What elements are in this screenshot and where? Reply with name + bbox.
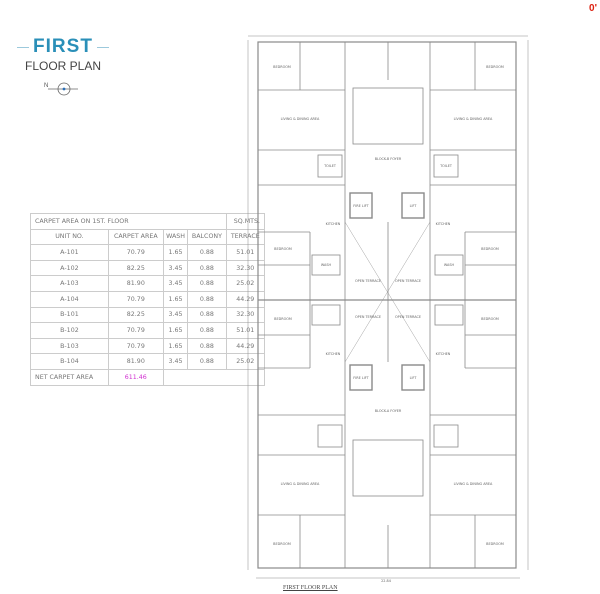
- bedroom-label: BEDROOM: [273, 542, 291, 546]
- bedroom-label: BEDROOM: [481, 317, 499, 321]
- wash-label: WASH: [444, 263, 455, 267]
- foyer-b-label: BLOCK-B FOYER: [375, 157, 402, 161]
- net-carpet-row: NET CARPET AREA 611.46: [30, 368, 266, 386]
- terrace-label: OPEN TERRACE: [395, 279, 421, 283]
- kitchen-label: KITCHEN: [436, 352, 451, 356]
- bedroom-label: BEDROOM: [481, 247, 499, 251]
- table-title-row: CARPET AREA ON 1ST. FLOOR SQ.MTS.: [30, 213, 266, 230]
- bedroom-label: BEDROOM: [274, 317, 292, 321]
- toilet-label: TOILET: [439, 164, 453, 168]
- foyer-a-label: BLOCK-A FOYER: [375, 409, 402, 413]
- corner-mark: 0': [589, 3, 597, 14]
- kitchen-label: KITCHEN: [436, 222, 451, 226]
- living-label: LIVING & DINING AREA: [281, 117, 320, 121]
- north-arrow-icon: [48, 82, 78, 96]
- bedroom-label: BEDROOM: [486, 65, 504, 69]
- plan-title: FIRST FLOOR PLAN: [283, 585, 338, 591]
- fire-lift-label: FIRE LIFT: [353, 376, 369, 380]
- toilet-label: TOILET: [323, 164, 337, 168]
- lift-label: LIFT: [410, 204, 418, 208]
- living-label: LIVING & DINING AREA: [281, 482, 320, 486]
- kitchen-label: KITCHEN: [326, 222, 341, 226]
- living-label: LIVING & DINING AREA: [454, 482, 493, 486]
- north-arrow: N: [44, 82, 80, 96]
- bedroom-label: BEDROOM: [273, 65, 291, 69]
- terrace-label: OPEN TERRACE: [355, 279, 381, 283]
- carpet-area-table: CARPET AREA ON 1ST. FLOOR SQ.MTS. UNIT N…: [30, 213, 266, 386]
- kitchen-label: KITCHEN: [326, 352, 341, 356]
- fire-lift-label: FIRE LIFT: [353, 204, 369, 208]
- north-label: N: [44, 83, 49, 89]
- page-title: FIRST: [17, 36, 109, 57]
- overall-dimension: 22.84: [381, 579, 391, 583]
- wash-label: WASH: [321, 263, 332, 267]
- lift-label: LIFT: [410, 376, 418, 380]
- page-subtitle: FLOOR PLAN: [24, 59, 102, 73]
- bedroom-label: BEDROOM: [274, 247, 292, 251]
- terrace-label: OPEN TERRACE: [395, 315, 421, 319]
- empty-cell: [162, 368, 266, 386]
- bedroom-label: BEDROOM: [486, 542, 504, 546]
- living-label: LIVING & DINING AREA: [454, 117, 493, 121]
- plan-heading: FIRST FLOOR PLAN: [17, 36, 109, 73]
- terrace-label: OPEN TERRACE: [355, 315, 381, 319]
